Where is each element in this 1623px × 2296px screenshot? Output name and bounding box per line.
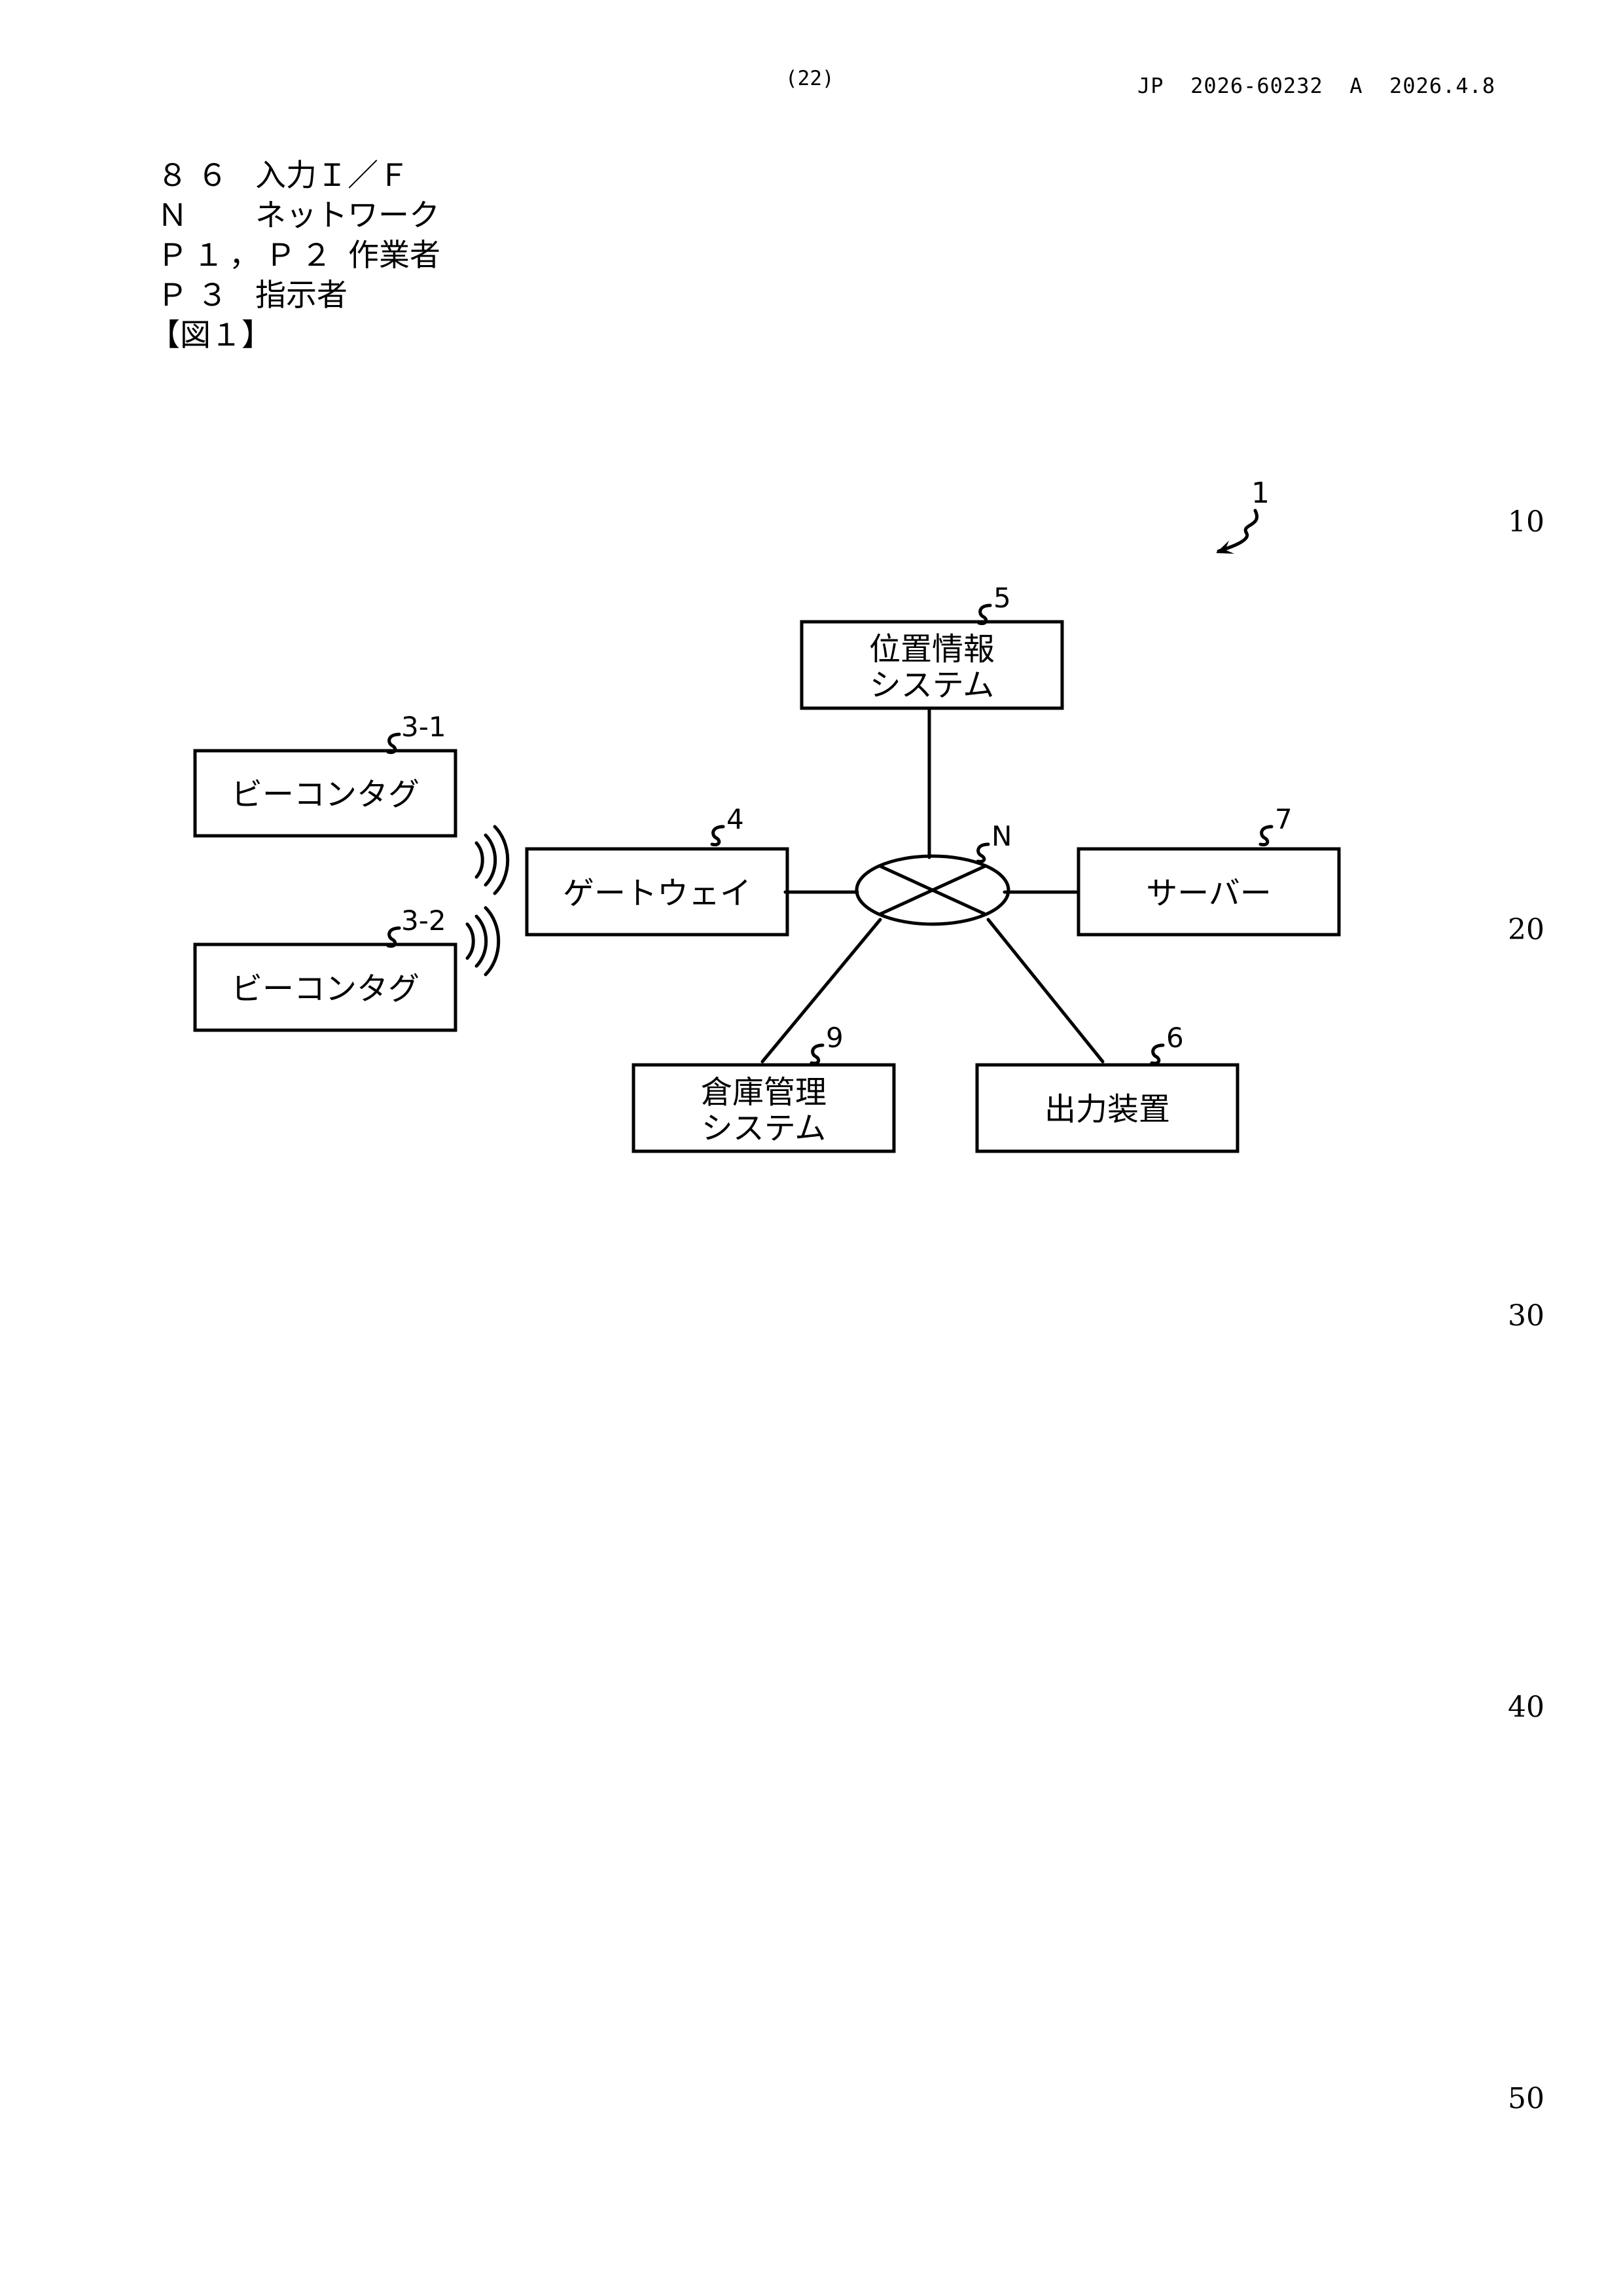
warehouse-system-label-1: 倉庫管理 [701,1074,827,1111]
system-ref-arrow [1219,511,1257,551]
ref-leader [1152,1045,1163,1064]
warehouse-system-label-2: システム [702,1110,827,1147]
location-system-ref: 5 [993,582,1011,614]
location-system-label-1: 位置情報 [869,631,995,668]
warehouse-system-ref: 9 [826,1022,844,1054]
gateway-ref: 4 [726,803,744,835]
network-node-icon [857,856,1008,924]
ref-leader [812,1045,823,1064]
beacon-tag-1-label: ビーコンタグ [231,776,419,813]
ref-leader [1260,827,1272,845]
wireless-signal-icon [476,827,508,893]
link-output-device [988,920,1103,1062]
output-device-ref: 6 [1166,1022,1184,1054]
ref-leader [712,827,723,845]
server-ref: 7 [1275,803,1293,835]
beacon-tag-1-ref: 3-1 [401,711,446,743]
wireless-signal-icon [467,908,499,975]
network-ref: N [991,820,1012,852]
location-system-label-2: システム [870,667,995,704]
beacon-tag-2-label: ビーコンタグ [231,971,419,1007]
output-device-label: 出力装置 [1044,1091,1170,1128]
gateway-label: ゲートウェイ [563,875,751,912]
beacon-tag-2-ref: 3-2 [401,905,446,937]
server-label: サーバー [1146,875,1272,912]
link-warehouse-system [762,920,880,1062]
ref-leader [978,844,988,861]
system-ref: 1 [1251,476,1270,510]
